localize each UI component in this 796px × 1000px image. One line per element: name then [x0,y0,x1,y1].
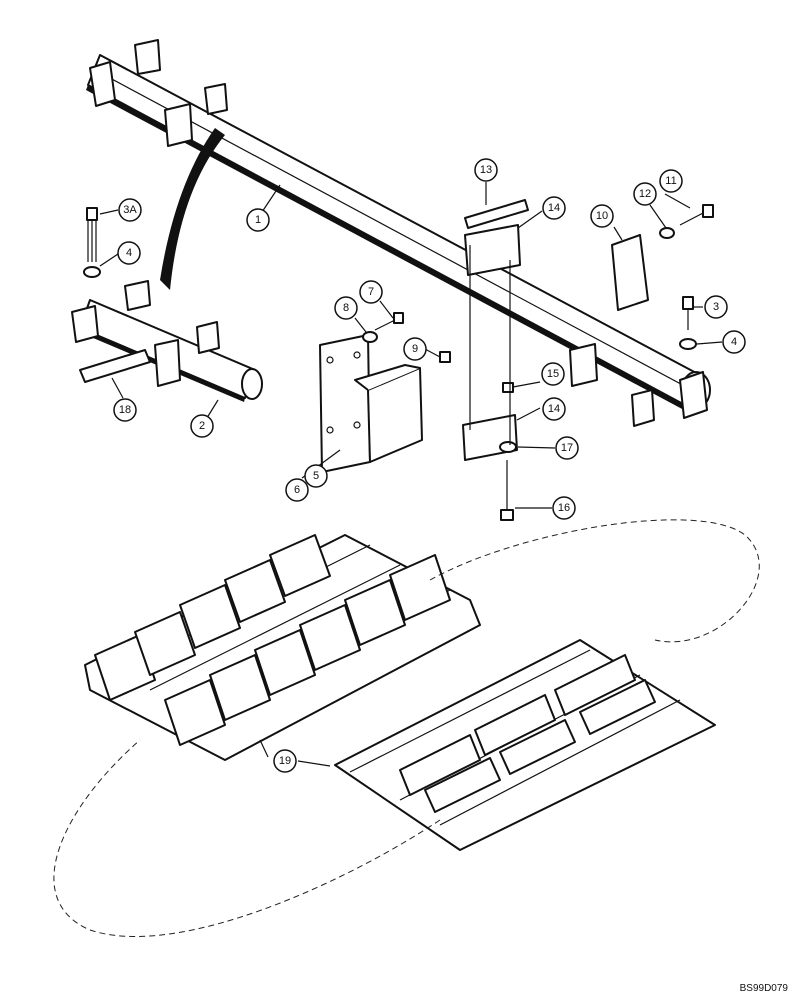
bolt-16 [499,382,517,521]
clamp-half-top [464,224,521,276]
callout-10-label: 10 [596,210,608,222]
callout-14-bottom-label: 14 [548,403,560,415]
callout-5: 5 [304,464,328,488]
callout-8: 8 [334,296,358,320]
callout-10: 10 [590,204,614,228]
callout-9-label: 9 [412,343,418,355]
callout-4-left-label: 4 [126,247,132,259]
callout-14-bottom: 14 [542,397,566,421]
callout-16: 16 [552,496,576,520]
callout-6-label: 6 [294,484,300,496]
bolt-3a [83,207,101,278]
clamp-block-10 [611,234,649,311]
callout-19-label: 19 [279,755,291,767]
square-washer [439,351,451,363]
callout-11: 11 [659,169,683,193]
track-assembly [84,534,481,761]
callout-18-label: 18 [119,404,131,416]
clamp-plate [79,349,151,383]
callout-2: 2 [190,414,214,438]
callout-9: 9 [403,337,427,361]
callout-6: 6 [285,478,309,502]
callout-17-label: 17 [561,442,573,454]
clamp-half-bottom [462,414,518,461]
callout-14-top: 14 [542,196,566,220]
callout-7: 7 [359,280,383,304]
callout-5-label: 5 [313,470,319,482]
callout-8-label: 8 [343,302,349,314]
callout-15-label: 15 [547,368,559,380]
callout-3-label: 3 [713,301,719,313]
callout-1: 1 [246,208,270,232]
callout-7-label: 7 [368,286,374,298]
callout-15: 15 [541,362,565,386]
axle-tube [86,39,711,427]
drawing-code: BS99D079 [739,983,788,994]
callout-2-label: 2 [199,420,205,432]
mounting-bracket [319,334,423,473]
callout-11-label: 11 [665,175,676,187]
callout-4-left: 4 [117,241,141,265]
short-tube [71,280,263,402]
callout-18: 18 [113,398,137,422]
callout-13-label: 13 [480,164,492,176]
callout-1-label: 1 [255,214,261,226]
bolt-11 [659,204,714,239]
callout-17: 17 [555,436,579,460]
callout-12: 12 [633,182,657,206]
bolt-7 [362,312,404,343]
callout-13: 13 [474,158,498,182]
callout-3a-label: 3A [123,204,137,216]
callout-14-top-label: 14 [548,202,560,214]
bolt-3 [679,296,697,350]
callout-12-label: 12 [639,188,651,200]
detail-arrow [160,128,225,290]
callout-16-label: 16 [558,502,570,514]
callout-3a: 3A [118,198,142,222]
callout-3: 3 [704,295,728,319]
callout-19: 19 [273,749,297,773]
callout-4-right: 4 [722,330,746,354]
track-pad [334,639,716,851]
clamp-plate-top [464,199,529,229]
track-loop-dashed [53,519,760,938]
callout-4-right-label: 4 [731,336,737,348]
